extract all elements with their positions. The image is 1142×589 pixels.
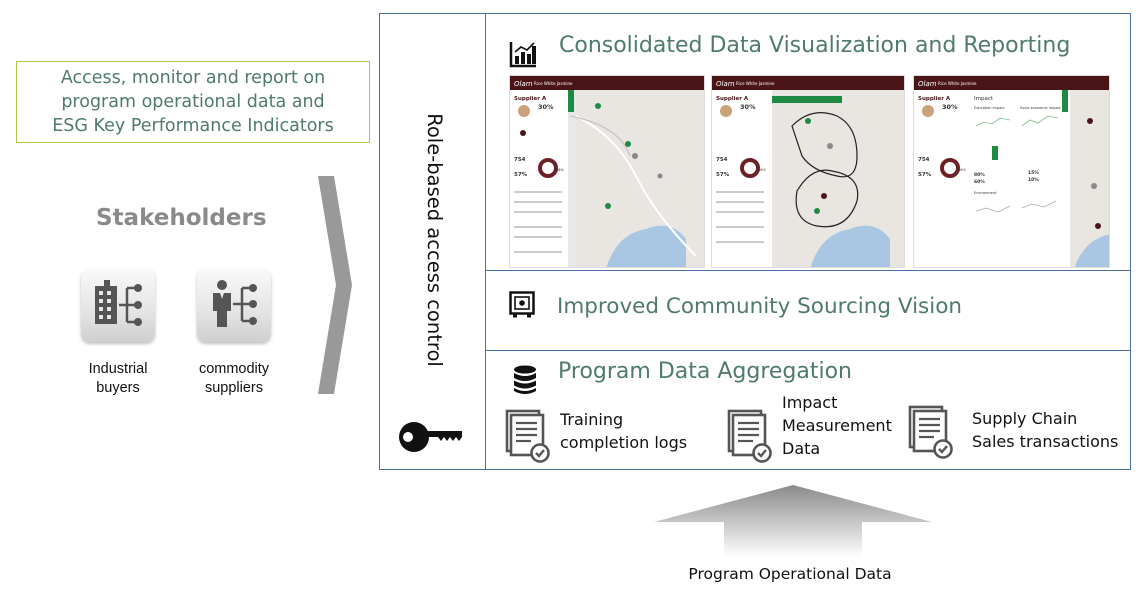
stakeholders-title: Stakeholders <box>96 205 267 231</box>
person-network-icon <box>197 268 271 342</box>
dash2-percent-a: 30% <box>740 103 756 111</box>
svg-text:Olam: Olam <box>514 80 533 88</box>
industrial-buyers-label: Industrial buyers <box>88 361 148 396</box>
dash2-header: Rice White Jasmine <box>736 81 775 86</box>
up-arrow-icon <box>654 485 932 557</box>
document-check-icon <box>727 409 772 463</box>
access-line-2: program operational data and <box>61 92 325 112</box>
dash3-supplier: Supplier A <box>918 96 951 102</box>
dash3-count: 754 <box>918 157 930 163</box>
access-line-1: Access, monitor and report on <box>60 68 326 88</box>
dash3-percent-b: 57% <box>918 172 932 178</box>
dash3-panel-title: Impact <box>974 96 994 102</box>
access-line-3: ESG Key Performance Indicators <box>52 116 334 136</box>
chevron-arrow-icon <box>318 176 352 394</box>
dash1-header: Rice White Jasmine <box>534 81 573 86</box>
document-check-icon <box>505 409 550 463</box>
dash3-col-a: Education impact <box>974 106 1005 110</box>
bar-chart-icon <box>509 42 536 68</box>
dash2-supplier: Supplier A <box>716 96 749 102</box>
dash3-ring: 66% <box>958 168 966 172</box>
database-icon <box>514 365 536 394</box>
section-divider-1 <box>486 270 1131 271</box>
access-control-label: Role-based access control <box>423 113 446 367</box>
svg-text:Olam: Olam <box>918 80 937 88</box>
dash3-header: Rice White Jasmine <box>938 81 977 86</box>
dash1-percent-b: 57% <box>514 172 528 178</box>
platform-frame <box>379 13 1131 470</box>
doc-label-training: Training completion logs <box>560 410 688 452</box>
doc-label-supply-chain: Supply Chain Sales transactions <box>972 409 1119 451</box>
dash3-env: Environment <box>974 191 997 195</box>
dash3-stat-c: 15% <box>1028 170 1039 176</box>
section-divider-2 <box>486 350 1131 351</box>
dash3-stat-b: 60% <box>974 179 985 185</box>
reporting-title: Consolidated Data Visualization and Repo… <box>559 33 1071 58</box>
safe-icon <box>509 291 535 318</box>
key-icon <box>399 422 462 452</box>
dashboard-screenshot-3: Olam Rice White Jasmine Supplier A 30% 7… <box>913 75 1110 268</box>
dash3-stat-d: 10% <box>1028 177 1039 183</box>
svg-text:Olam: Olam <box>716 80 735 88</box>
dashboard-screenshot-2: Olam Rice White Jasmine Supplier A 30% 7… <box>711 75 905 268</box>
input-label: Program Operational Data <box>688 565 892 583</box>
dash3-percent-a: 30% <box>942 103 958 111</box>
sourcing-title: Improved Community Sourcing Vision <box>557 294 963 319</box>
dash1-ring: 66% <box>556 168 564 172</box>
dash1-percent-a: 30% <box>538 103 554 111</box>
doc-label-impact: Impact Measurement Data <box>782 393 892 458</box>
dash2-percent-b: 57% <box>716 172 730 178</box>
dashboard-screenshot-1: Olam Rice White Jasmine Supplier A 30% 7… <box>509 75 705 268</box>
dash3-col-b: Socio-economic impact <box>1020 106 1061 110</box>
access-description-box: Access, monitor and report on program op… <box>16 61 370 143</box>
aggregation-title: Program Data Aggregation <box>558 359 853 384</box>
commodity-suppliers-label: commodity suppliers <box>198 361 270 396</box>
document-check-icon <box>908 405 953 459</box>
dash1-supplier: Supplier A <box>514 96 547 102</box>
dash2-count: 754 <box>716 157 728 163</box>
building-network-icon <box>81 268 155 342</box>
dash2-ring: 66% <box>758 168 766 172</box>
access-control-column <box>379 13 486 470</box>
dash1-count: 754 <box>514 157 526 163</box>
dash3-stat-a: 80% <box>974 172 985 178</box>
